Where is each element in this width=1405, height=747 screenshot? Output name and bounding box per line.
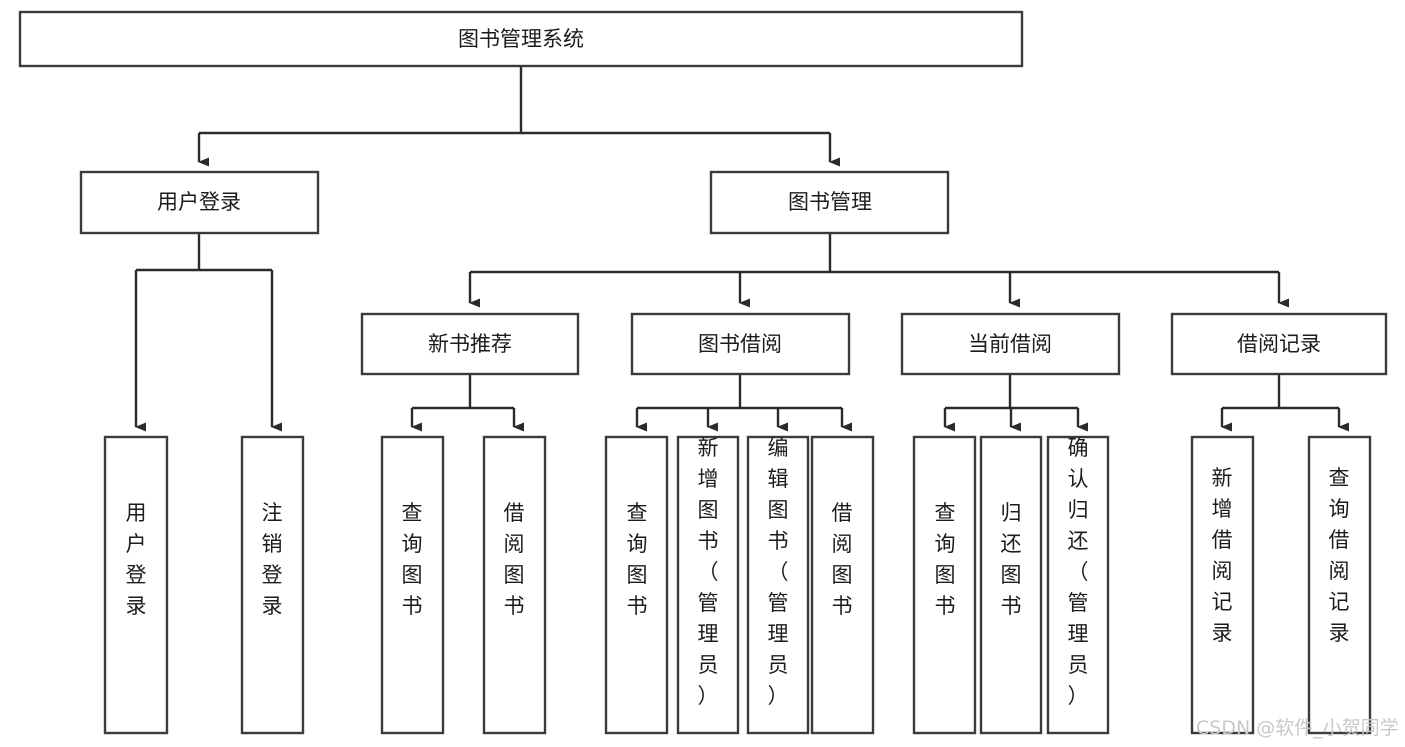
- node-leaf-borrow-book-bb[interactable]: 借阅图书: [810, 435, 875, 735]
- csdn-watermark: CSDN @软件_小贺同学: [1196, 717, 1399, 739]
- node-leaf-logout-box[interactable]: [240, 435, 305, 735]
- node-leaf-query-record-box[interactable]: [1307, 435, 1372, 735]
- node-leaf-add-record-box[interactable]: [1190, 435, 1255, 735]
- node-book-borrow[interactable]: 图书借阅: [630, 312, 851, 376]
- connector-group-borrow-record: [1220, 374, 1349, 432]
- node-root-label: 图书管理系统: [458, 27, 584, 51]
- node-leaf-query-book-cb[interactable]: 查询图书: [912, 435, 977, 735]
- node-new-book-recommend-label: 新书推荐: [428, 332, 512, 356]
- node-user-login-label: 用户登录: [157, 190, 241, 214]
- node-leaf-return-book[interactable]: 归还图书: [979, 435, 1043, 735]
- node-borrow-record-label: 借阅记录: [1237, 332, 1321, 356]
- node-leaf-edit-book-label: 编辑图书（管理员）: [768, 436, 789, 708]
- node-leaf-query-book-rec-box[interactable]: [380, 435, 445, 735]
- node-leaf-query-book-bb-box[interactable]: [604, 435, 669, 735]
- node-book-borrow-box[interactable]: [630, 312, 851, 376]
- node-leaf-query-book-bb-label: 查询图书: [627, 501, 648, 618]
- node-root-box[interactable]: [18, 10, 1024, 68]
- node-leaf-query-record[interactable]: 查询借阅记录: [1307, 435, 1372, 735]
- connector-group-current-borrow: [943, 374, 1088, 432]
- connector-group-book-manage: [468, 233, 1289, 308]
- node-current-borrow[interactable]: 当前借阅: [900, 312, 1121, 376]
- node-leaf-add-book[interactable]: 新增图书（管理员）: [676, 435, 740, 735]
- node-leaf-add-book-box[interactable]: [676, 435, 740, 735]
- connector-group-book-borrow: [635, 374, 852, 432]
- node-new-book-recommend-box[interactable]: [360, 312, 580, 376]
- node-leaf-borrow-book-rec-label: 借阅图书: [504, 501, 525, 618]
- node-leaf-query-book-cb-label: 查询图书: [935, 501, 956, 618]
- node-book-manage-box[interactable]: [709, 170, 950, 235]
- node-leaf-confirm-return-box[interactable]: [1046, 435, 1110, 735]
- node-leaf-query-book-rec[interactable]: 查询图书: [380, 435, 445, 735]
- node-leaf-edit-book[interactable]: 编辑图书（管理员）: [746, 435, 810, 735]
- node-book-manage-label: 图书管理: [788, 190, 872, 214]
- node-book-manage[interactable]: 图书管理: [709, 170, 950, 235]
- node-leaf-add-book-label: 新增图书（管理员）: [698, 436, 719, 708]
- node-new-book-recommend[interactable]: 新书推荐: [360, 312, 580, 376]
- node-leaf-user-login-label: 用户登录: [126, 501, 147, 618]
- node-leaf-borrow-book-rec-box[interactable]: [482, 435, 547, 735]
- connector-group-new-book-recommend: [410, 374, 524, 432]
- node-leaf-edit-book-box[interactable]: [746, 435, 810, 735]
- node-leaf-query-book-bb[interactable]: 查询图书: [604, 435, 669, 735]
- node-borrow-record-box[interactable]: [1170, 312, 1388, 376]
- node-leaf-confirm-return[interactable]: 确认归还（管理员）: [1046, 435, 1110, 735]
- connector-group-root: [197, 66, 840, 167]
- node-leaf-query-book-rec-label: 查询图书: [402, 501, 423, 618]
- node-leaf-logout-label: 注销登录: [262, 501, 283, 618]
- node-leaf-confirm-return-label: 确认归还（管理员）: [1068, 436, 1089, 708]
- node-root[interactable]: 图书管理系统: [18, 10, 1024, 68]
- node-current-borrow-box[interactable]: [900, 312, 1121, 376]
- node-leaf-return-book-box[interactable]: [979, 435, 1043, 735]
- node-leaf-add-record[interactable]: 新增借阅记录: [1190, 435, 1255, 735]
- node-user-login[interactable]: 用户登录: [79, 170, 320, 235]
- node-current-borrow-label: 当前借阅: [968, 332, 1052, 356]
- node-leaf-user-login[interactable]: 用户登录: [103, 435, 169, 735]
- node-leaf-logout[interactable]: 注销登录: [240, 435, 305, 735]
- node-leaf-add-record-label: 新增借阅记录: [1212, 466, 1233, 645]
- connector-group-user-login: [134, 233, 282, 432]
- node-leaf-query-record-label: 查询借阅记录: [1329, 466, 1350, 645]
- node-book-borrow-label: 图书借阅: [698, 332, 782, 356]
- node-borrow-record[interactable]: 借阅记录: [1170, 312, 1388, 376]
- node-leaf-return-book-label: 归还图书: [1001, 501, 1022, 618]
- node-leaf-borrow-book-rec[interactable]: 借阅图书: [482, 435, 547, 735]
- node-leaf-user-login-box[interactable]: [103, 435, 169, 735]
- node-leaf-borrow-book-bb-box[interactable]: [810, 435, 875, 735]
- node-leaf-query-book-cb-box[interactable]: [912, 435, 977, 735]
- node-user-login-box[interactable]: [79, 170, 320, 235]
- node-leaf-borrow-book-bb-label: 借阅图书: [832, 501, 853, 618]
